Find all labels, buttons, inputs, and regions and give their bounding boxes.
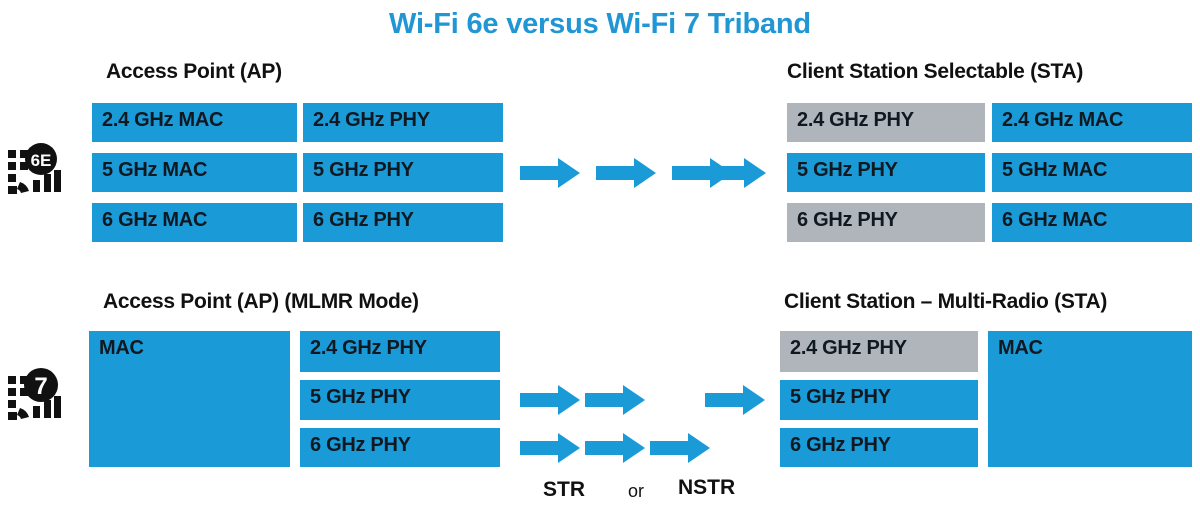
sta6e-mac-5[interactable]: 5 GHz MAC (992, 153, 1192, 192)
sta6e-mac-6[interactable]: 6 GHz MAC (992, 203, 1192, 242)
right-arrow-icon (520, 385, 580, 415)
sta-heading-wifi7: Client Station – Multi-Radio (STA) (784, 290, 1108, 313)
ap7-mac-block[interactable]: MAC (89, 331, 290, 467)
ap7-phy-6[interactable]: 6 GHz PHY (300, 428, 500, 467)
right-arrow-icon (706, 158, 766, 188)
block-label: 2.4 GHz PHY (310, 337, 427, 359)
sta7-phy-6[interactable]: 6 GHz PHY (780, 428, 978, 467)
ap6e-mac-24[interactable]: 2.4 GHz MAC (92, 103, 297, 142)
ap-heading-wifi6e: Access Point (AP) (106, 60, 282, 83)
ap6e-phy-6[interactable]: 6 GHz PHY (303, 203, 503, 242)
ap-heading-wifi7: Access Point (AP) (MLMR Mode) (103, 290, 419, 313)
ap7-phy-24[interactable]: 2.4 GHz PHY (300, 331, 500, 372)
block-label: 5 GHz PHY (310, 386, 411, 408)
block-label: 6 GHz MAC (102, 209, 208, 231)
block-label: 5 GHz PHY (313, 159, 414, 181)
block-label: 6 GHz PHY (310, 434, 411, 456)
svg-text:6E: 6E (31, 151, 52, 170)
block-label: MAC (99, 337, 144, 359)
block-label: 5 GHz PHY (797, 159, 898, 181)
ap6e-phy-5[interactable]: 5 GHz PHY (303, 153, 503, 192)
block-label: 6 GHz PHY (790, 434, 891, 456)
sta6e-phy-5[interactable]: 5 GHz PHY (787, 153, 985, 192)
right-arrow-icon (585, 433, 645, 463)
right-arrow-icon (520, 433, 580, 463)
block-label: 5 GHz MAC (102, 159, 208, 181)
right-arrow-icon (650, 433, 710, 463)
right-arrow-icon (520, 158, 580, 188)
block-label: 6 GHz MAC (1002, 209, 1108, 231)
block-label: 6 GHz PHY (797, 209, 898, 231)
block-label: 2.4 GHz PHY (790, 337, 907, 359)
sta7-phy-5[interactable]: 5 GHz PHY (780, 380, 978, 420)
sta7-phy-24[interactable]: 2.4 GHz PHY (780, 331, 978, 372)
sta-heading-wifi6e: Client Station Selectable (STA) (787, 60, 1084, 83)
block-label: 5 GHz PHY (790, 386, 891, 408)
ap7-phy-5[interactable]: 5 GHz PHY (300, 380, 500, 420)
str-label: STR (543, 478, 585, 501)
sta6e-mac-24[interactable]: 2.4 GHz MAC (992, 103, 1192, 142)
sta7-mac-block[interactable]: MAC (988, 331, 1192, 467)
or-label: or (628, 481, 645, 501)
right-arrow-icon (596, 158, 656, 188)
sta6e-phy-24[interactable]: 2.4 GHz PHY (787, 103, 985, 142)
wifi-7-logo-icon: 7 (4, 366, 66, 428)
block-label: 6 GHz PHY (313, 209, 414, 231)
block-label: MAC (998, 337, 1043, 359)
right-arrow-icon (672, 158, 732, 188)
block-label: 2.4 GHz PHY (797, 109, 914, 131)
ap6e-mac-6[interactable]: 6 GHz MAC (92, 203, 297, 242)
svg-text:7: 7 (34, 373, 47, 400)
nstr-label: NSTR (678, 476, 736, 499)
ap6e-phy-24[interactable]: 2.4 GHz PHY (303, 103, 503, 142)
block-label: 2.4 GHz PHY (313, 109, 430, 131)
block-label: 5 GHz MAC (1002, 159, 1108, 181)
wifi-6e-logo-icon: 6E (4, 140, 66, 202)
right-arrow-icon (585, 385, 645, 415)
block-label: 2.4 GHz MAC (102, 109, 224, 131)
ap6e-mac-5[interactable]: 5 GHz MAC (92, 153, 297, 192)
page-title: Wi-Fi 6e versus Wi-Fi 7 Triband (389, 8, 811, 40)
sta6e-phy-6[interactable]: 6 GHz PHY (787, 203, 985, 242)
block-label: 2.4 GHz MAC (1002, 109, 1124, 131)
right-arrow-icon (705, 385, 765, 415)
